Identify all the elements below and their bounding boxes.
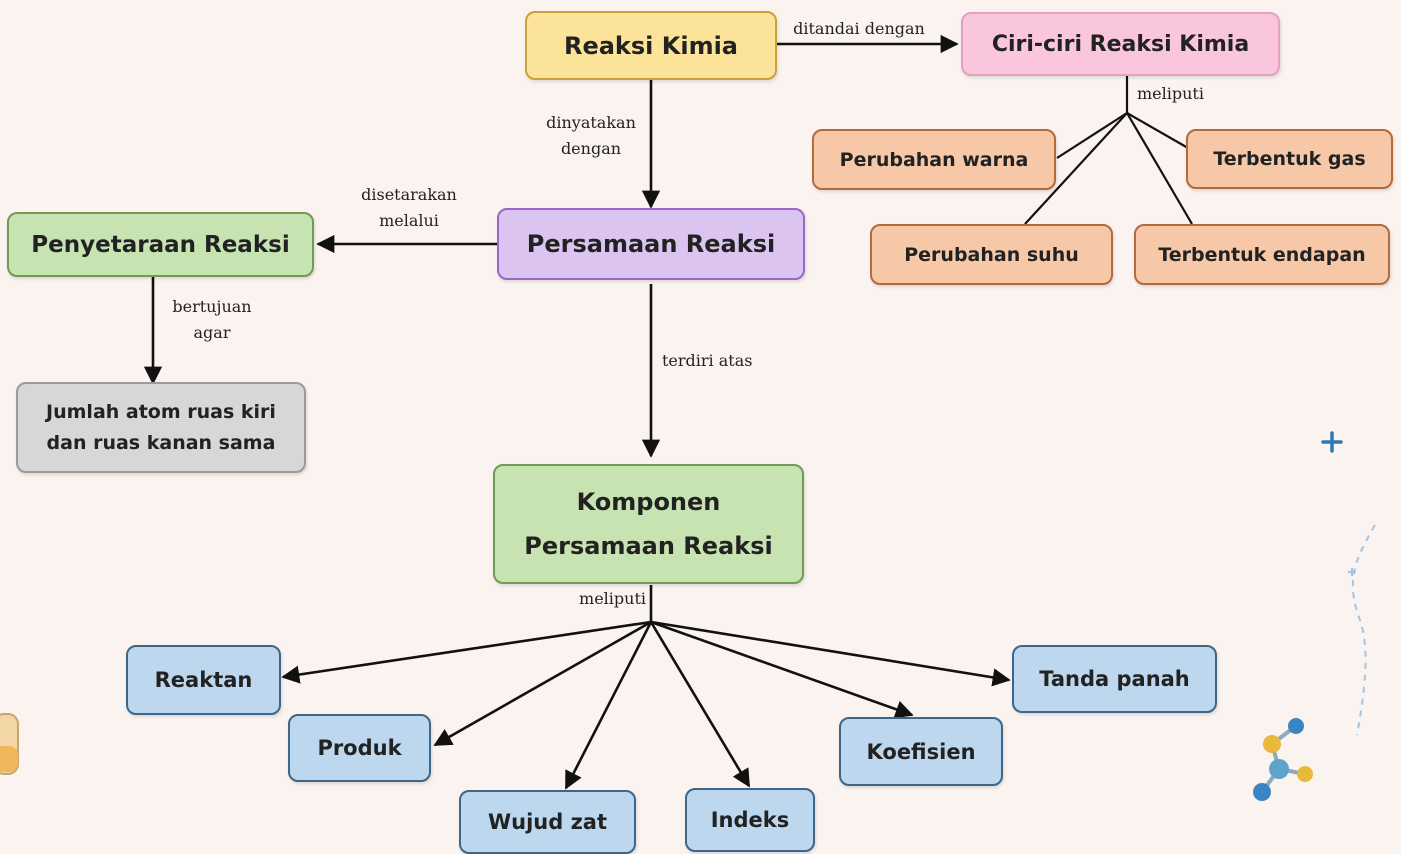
node-penyetaraan-reaksi-label: Penyetaraan Reaksi	[31, 231, 290, 258]
node-persamaan-reaksi-label: Persamaan Reaksi	[526, 230, 776, 258]
edge-to-tanda-panah	[650, 620, 1011, 687]
label-disetarakan-melalui: disetarakan melalui	[361, 185, 457, 230]
test-tube-icon	[0, 713, 19, 775]
node-produk: Produk	[288, 714, 431, 782]
label-dinyatakan-dengan: dinyatakan dengan	[546, 113, 636, 158]
node-komponen-persamaan-reaksi: Komponen Persamaan Reaksi	[493, 464, 804, 584]
label-meliputi-komponen: meliputi	[579, 589, 646, 608]
edge-to-terbentuk-endapan	[1126, 112, 1193, 225]
node-terbentuk-gas: Terbentuk gas	[1186, 129, 1393, 189]
node-terbentuk-endapan: Terbentuk endapan	[1134, 224, 1390, 285]
node-wujud-zat-label: Wujud zat	[487, 810, 608, 834]
edge-to-perubahan-warna	[1056, 112, 1128, 159]
node-reaktan-label: Reaktan	[154, 668, 253, 692]
node-perubahan-suhu: Perubahan suhu	[870, 224, 1113, 285]
node-indeks-label: Indeks	[710, 808, 790, 832]
node-ciri-ciri-label: Ciri-ciri Reaksi Kimia	[991, 31, 1250, 57]
node-reaksi-kimia-label: Reaksi Kimia	[563, 31, 739, 60]
node-koefisien: Koefisien	[839, 717, 1003, 786]
edge-to-produk	[433, 620, 652, 747]
node-tanda-panah: Tanda panah	[1012, 645, 1217, 713]
node-reaktan: Reaktan	[126, 645, 281, 715]
edge-to-terbentuk-gas	[1126, 112, 1189, 149]
node-jumlah-atom: Jumlah atom ruas kiri dan ruas kanan sam…	[16, 382, 306, 473]
node-perubahan-warna: Perubahan warna	[812, 129, 1056, 190]
edge-to-wujud	[564, 621, 653, 790]
edge-to-indeks	[649, 621, 751, 788]
node-ciri-ciri-reaksi-kimia: Ciri-ciri Reaksi Kimia	[961, 12, 1280, 76]
edge-to-koefisien	[650, 620, 914, 719]
node-jumlah-atom-label: Jumlah atom ruas kiri dan ruas kanan sam…	[46, 400, 276, 454]
node-terbentuk-endapan-label: Terbentuk endapan	[1158, 243, 1366, 266]
node-wujud-zat: Wujud zat	[459, 790, 636, 854]
label-bertujuan-agar: bertujuan agar	[172, 297, 252, 342]
node-indeks: Indeks	[685, 788, 815, 852]
edge-to-reaktan	[281, 620, 652, 684]
node-tanda-panah-label: Tanda panah	[1039, 667, 1190, 691]
node-reaksi-kimia: Reaksi Kimia	[525, 11, 777, 80]
node-produk-label: Produk	[317, 736, 402, 760]
molecule-icon	[1253, 718, 1313, 801]
node-perubahan-warna-label: Perubahan warna	[839, 148, 1029, 171]
sparkle-icon	[1348, 524, 1376, 736]
label-meliputi-ciri: meliputi	[1137, 84, 1204, 103]
plus-icon	[1321, 431, 1343, 453]
label-terdiri-atas: terdiri atas	[662, 351, 753, 370]
node-persamaan-reaksi: Persamaan Reaksi	[497, 208, 805, 280]
node-terbentuk-gas-label: Terbentuk gas	[1213, 148, 1366, 170]
node-koefisien-label: Koefisien	[866, 739, 976, 764]
edge-to-perubahan-suhu	[1024, 112, 1128, 225]
label-ditandai-dengan: ditandai dengan	[793, 19, 925, 38]
node-komponen-label: Komponen Persamaan Reaksi	[524, 488, 773, 560]
node-perubahan-suhu-label: Perubahan suhu	[904, 243, 1079, 266]
node-penyetaraan-reaksi: Penyetaraan Reaksi	[7, 212, 314, 277]
